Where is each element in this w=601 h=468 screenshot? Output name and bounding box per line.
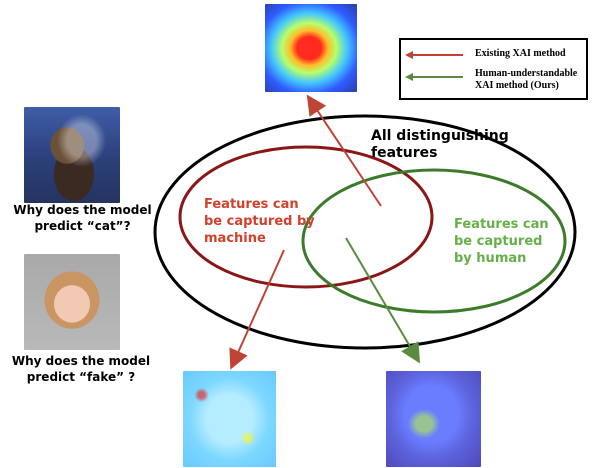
cat-image <box>24 107 120 203</box>
cat-saliency-heatmap <box>265 4 357 92</box>
legend-ours-label: Human-understandable XAI method (Ours) <box>475 68 578 91</box>
legend: Existing XAI method Human-understandable… <box>399 38 588 100</box>
label-machine-features: Features can be captured by machine <box>204 197 315 246</box>
arrow-ours-to-right-heatmap <box>345 237 421 364</box>
legend-existing-label: Existing XAI method <box>475 48 566 59</box>
face-saliency-heatmap-existing <box>183 371 276 467</box>
legend-existing-arrowhead-icon <box>405 51 413 59</box>
legend-existing-line-icon <box>411 54 463 56</box>
label-human-features: Features can be captured by human <box>454 217 549 266</box>
legend-ours-arrowhead-icon <box>405 73 413 81</box>
face-image <box>24 254 120 350</box>
arrow-existing-to-left-heatmap <box>229 249 285 370</box>
question-cat: Why does the model predict “cat”? <box>13 203 152 233</box>
label-all-features: All distinguishing features <box>371 128 509 161</box>
face-saliency-heatmap-ours <box>386 371 481 467</box>
question-fake: Why does the model predict “fake” ? <box>11 354 151 384</box>
legend-ours-line-icon <box>411 76 463 78</box>
